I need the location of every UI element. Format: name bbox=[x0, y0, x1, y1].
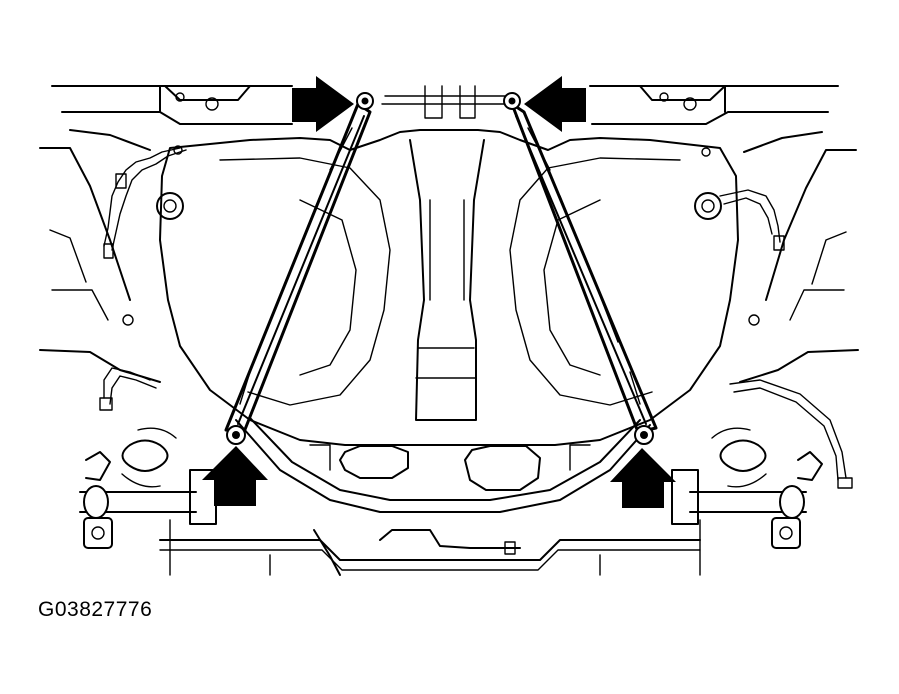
fuel-tank bbox=[122, 129, 760, 446]
bolt-icon bbox=[634, 425, 654, 445]
figure-code: G03827776 bbox=[38, 598, 153, 621]
bolt-icon bbox=[503, 92, 521, 110]
rear-crossmember bbox=[235, 417, 651, 513]
arrow-icon bbox=[610, 448, 676, 508]
brace-left bbox=[224, 102, 372, 434]
bolt-icon bbox=[226, 425, 246, 445]
exhaust-pipes bbox=[159, 519, 701, 576]
rear-suspension-right bbox=[671, 427, 823, 549]
rear-suspension-left bbox=[79, 427, 217, 549]
arrow-icon bbox=[524, 76, 586, 132]
arrow-icon bbox=[202, 446, 268, 506]
arrow-icon bbox=[292, 76, 354, 132]
brace-right bbox=[510, 102, 658, 434]
bolt-icon bbox=[356, 92, 374, 110]
wiring-harness bbox=[99, 147, 853, 489]
